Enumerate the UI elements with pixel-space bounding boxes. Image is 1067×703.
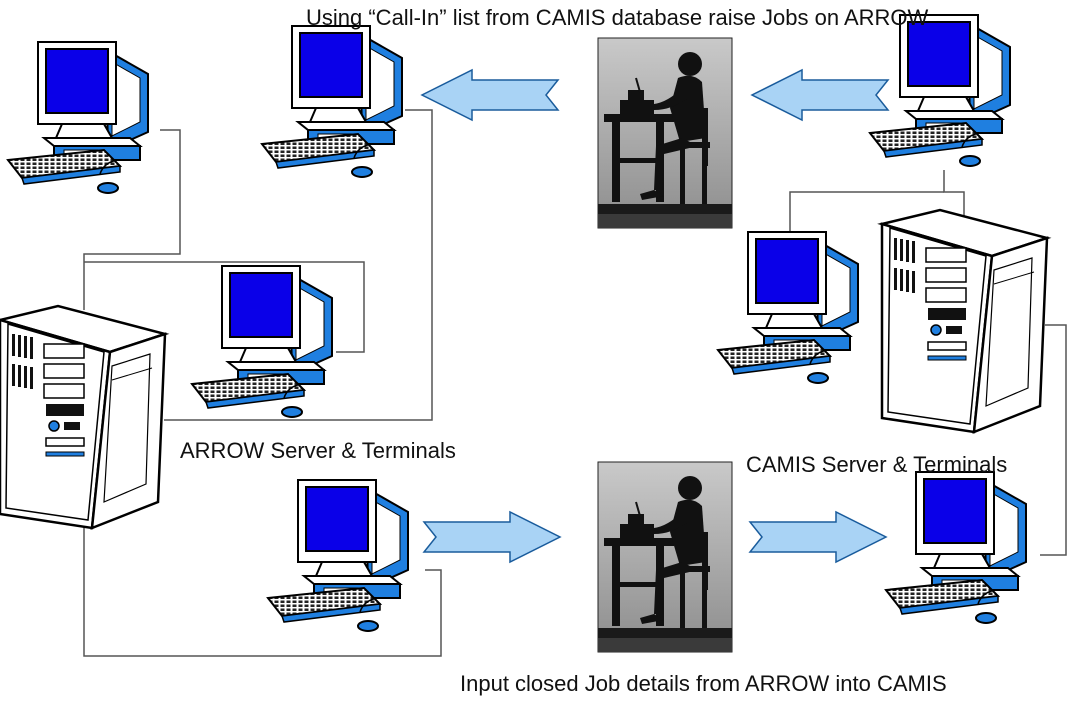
arrow-left-icon-from-camis-terminal: [751, 69, 889, 121]
camis-terminal-2: [717, 231, 859, 384]
arrow-group-label: ARROW Server & Terminals: [180, 438, 456, 463]
link-arrow-server-terminal-2: [84, 261, 365, 353]
arrow-terminal-1: [7, 41, 149, 194]
connection-lines: [83, 109, 1067, 657]
arrow-terminal-3: [191, 265, 333, 418]
link-camis-server-terminal-mid: [789, 191, 944, 248]
link-camis-server-terminal-bottom: [1040, 324, 1067, 556]
arrow-right-icon-to-operator: [423, 511, 561, 563]
camis-group-label: CAMIS Server & Terminals: [746, 452, 1008, 477]
camis-terminal-1: [869, 14, 1011, 167]
camis-terminal-3: [885, 471, 1027, 624]
bottom-caption: Input closed Job details from ARROW into…: [460, 671, 947, 696]
operator-photo-bottom: [597, 461, 733, 653]
arrow-left-icon-to-arrow-terminal: [421, 69, 559, 121]
arrow-right-icon-to-camis-terminal: [749, 511, 887, 563]
link-camis-server-terminal-top: [943, 170, 965, 216]
arrow-terminal-2: [261, 25, 403, 178]
operator-photo-top: [597, 37, 733, 229]
top-caption: Using “Call-In” list from CAMIS database…: [306, 5, 929, 30]
link-arrow-server-terminal-3: [164, 109, 433, 421]
arrow-terminal-4: [267, 479, 409, 632]
arrow-server: [0, 304, 167, 530]
link-arrow-server-terminal-1: [83, 129, 181, 310]
link-arrow-server-terminal-4: [83, 520, 442, 657]
camis-server: [880, 208, 1049, 434]
